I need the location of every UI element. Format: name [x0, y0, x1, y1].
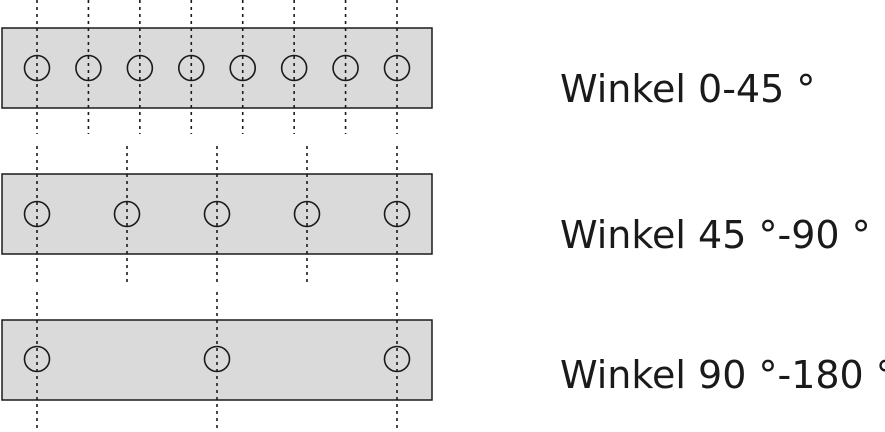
hole [75, 54, 102, 82]
hole [203, 345, 231, 373]
row-label-0-45: Winkel 0-45 ° [560, 67, 816, 111]
hole [177, 54, 205, 82]
hole [203, 200, 231, 228]
hole [126, 54, 154, 82]
plate-1 [1, 27, 433, 109]
hole [383, 345, 411, 373]
hole [280, 54, 308, 82]
hole [383, 200, 411, 228]
hole [332, 54, 359, 82]
hole [113, 200, 141, 228]
hole [23, 200, 51, 228]
plate-2 [1, 173, 433, 255]
row-label-90-180: Winkel 90 °-180 ° [560, 353, 885, 397]
plate-3 [1, 319, 433, 401]
hole [293, 200, 321, 228]
hole [383, 54, 411, 82]
hole [23, 345, 51, 373]
row-label-45-90: Winkel 45 °-90 ° [560, 213, 871, 257]
hole [229, 54, 257, 82]
hole [23, 54, 51, 82]
